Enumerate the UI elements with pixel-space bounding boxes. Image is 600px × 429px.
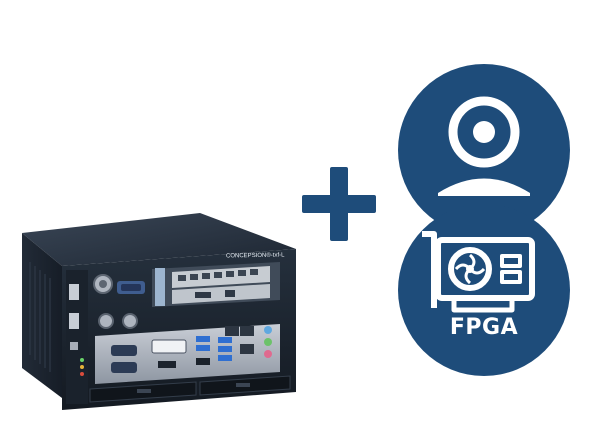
fpga-badge — [398, 204, 570, 376]
webcam-icon — [438, 96, 530, 196]
plus-icon — [302, 167, 376, 241]
product-brand-label: CONCEPSION®-txf-L — [225, 252, 285, 260]
graphics-card-icon — [422, 231, 535, 313]
webcam-badge — [398, 64, 570, 236]
fpga-label: FPGA — [449, 315, 519, 340]
